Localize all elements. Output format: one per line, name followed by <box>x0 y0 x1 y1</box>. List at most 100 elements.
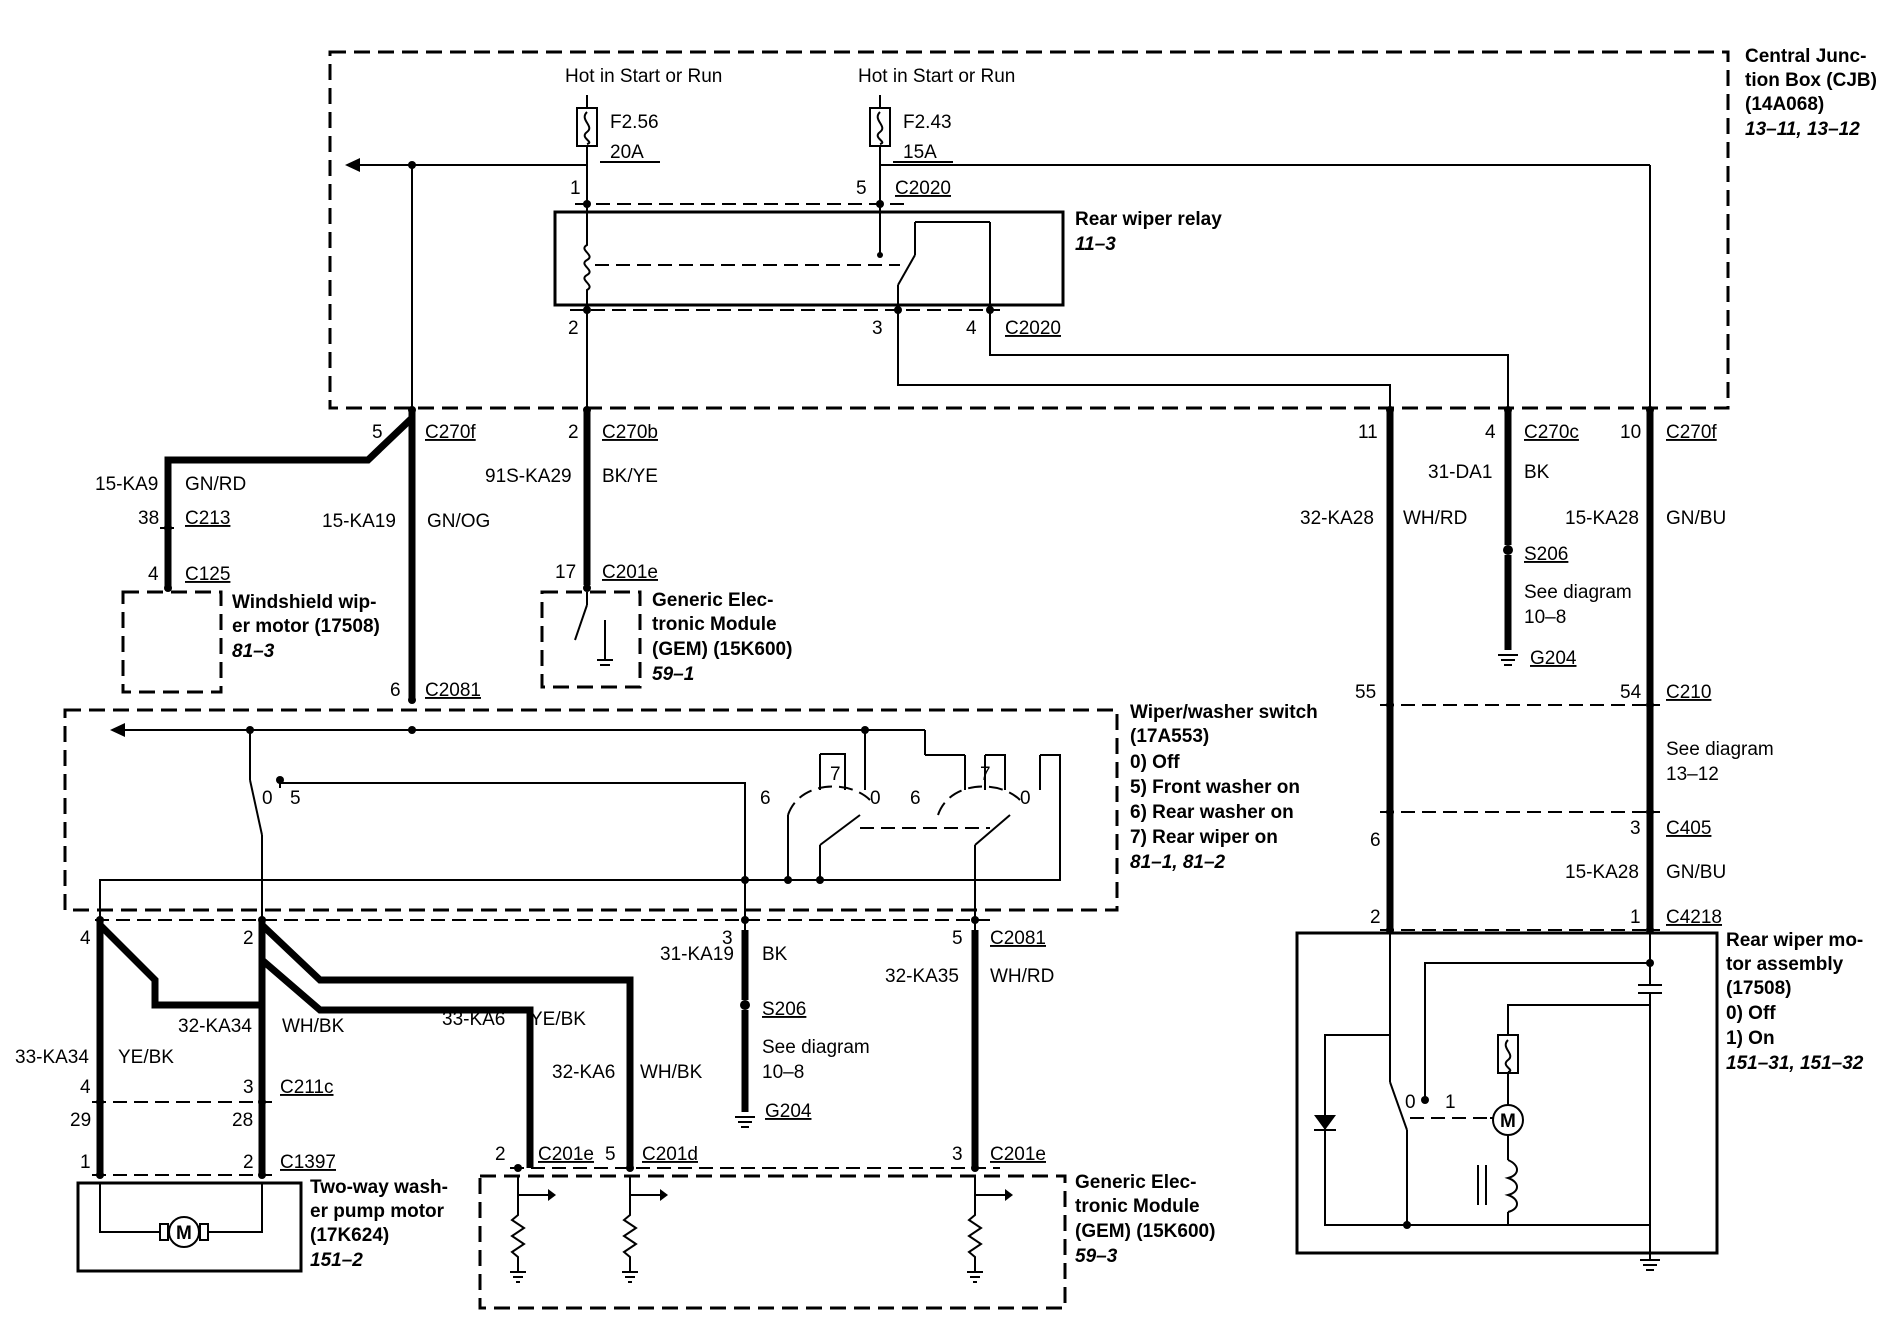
c1397-conn: C1397 <box>280 1152 336 1173</box>
diode-icon <box>1314 1115 1336 1130</box>
ka28b-color: GN/BU <box>1666 508 1726 529</box>
gem-module-1 <box>540 590 642 689</box>
arrow-left-icon <box>345 158 360 172</box>
sw-c0: 0 <box>1020 788 1031 809</box>
gem2-pin3: 3 <box>952 1144 963 1165</box>
c4218-conn: C4218 <box>1666 907 1722 928</box>
c405-conn: C405 <box>1666 818 1711 839</box>
relay-ref: 11–3 <box>1075 234 1116 255</box>
relay-pin1: 1 <box>570 178 581 199</box>
c270f-right-pin: 10 <box>1620 422 1641 443</box>
relay-title: Rear wiper relay <box>1075 209 1222 230</box>
c201e-top-pin: 17 <box>555 562 576 583</box>
c2081-top-pin: 6 <box>390 680 401 701</box>
c1397-pin2: 2 <box>243 1152 254 1173</box>
ka6a-color: YE/BK <box>530 1009 586 1030</box>
ka34a-color: WH/BK <box>282 1016 345 1037</box>
s206-mid-see: See diagram <box>762 1037 870 1058</box>
ka9-circuit: 15-KA9 <box>95 474 158 495</box>
arrow-left-switch-icon <box>110 723 125 737</box>
c211c-conn: C211c <box>280 1077 334 1098</box>
ka34b-color: YE/BK <box>118 1047 174 1068</box>
rear-sw-0: 0 <box>1405 1092 1416 1113</box>
windshield-wiper-motor <box>121 590 223 694</box>
sw-pin2: 2 <box>243 928 254 949</box>
ka6b-circuit: 32-KA6 <box>552 1062 615 1083</box>
pump-motor-icon <box>168 1216 200 1248</box>
fuse-f2-43-name: F2.43 <box>903 112 952 133</box>
g204-right: G204 <box>1530 648 1577 669</box>
ws-motor-ref: 81–3 <box>232 641 275 662</box>
sw-c6: 6 <box>910 788 921 809</box>
ka19b-color: BK <box>762 944 788 965</box>
rear-wiper-motor-assembly <box>1295 931 1719 1255</box>
c125-pin: 4 <box>148 564 159 585</box>
relay-pin5: 5 <box>856 178 867 199</box>
ka6a-circuit: 33-KA6 <box>442 1009 505 1030</box>
sw-b7: 7 <box>830 764 841 785</box>
ground-rear-motor-icon <box>1640 1259 1660 1271</box>
fuse-f2-43-icon <box>869 107 891 147</box>
gem1-ref: 59–1 <box>652 664 694 685</box>
c270c-pin: 4 <box>1485 422 1496 443</box>
ws-motor-label-1: Windshield wip- <box>232 592 376 613</box>
c270c-conn: C270c <box>1524 422 1579 443</box>
sw-pin3: 3 <box>722 928 733 949</box>
c270-pin11: 11 <box>1358 422 1378 443</box>
sw-b0: 0 <box>870 788 881 809</box>
c405-pin-left: 6 <box>1370 830 1381 851</box>
rear-motor-state-0: 0) Off <box>1726 1003 1776 1024</box>
relay-conn-bottom: C2020 <box>1005 318 1061 339</box>
relay-pin3: 3 <box>872 318 883 339</box>
rear-motor-label-1: Rear wiper mo- <box>1726 930 1863 951</box>
c213-conn: C213 <box>185 508 230 529</box>
gem2-label-1: Generic Elec- <box>1075 1172 1196 1193</box>
gem2-conn1: C201e <box>538 1144 594 1165</box>
c211c-pin-left: 4 <box>80 1077 91 1098</box>
ws-motor-label-2: er motor (17508) <box>232 616 380 637</box>
sw-c7: 7 <box>980 764 991 785</box>
ka28a-circuit: 32-KA28 <box>1300 508 1374 529</box>
switch-state-7: 7) Rear wiper on <box>1130 827 1278 848</box>
ground-g204-mid-icon <box>735 1116 755 1128</box>
sw-b6: 6 <box>760 788 771 809</box>
s206-right-see: See diagram <box>1524 582 1632 603</box>
relay-conn-top: C2020 <box>895 178 951 199</box>
ka34a-circuit: 32-KA34 <box>178 1016 252 1037</box>
gem1-label-2: tronic Module <box>652 614 777 635</box>
c405-pin-right: 3 <box>1630 818 1641 839</box>
c210-conn: C210 <box>1666 682 1711 703</box>
sw-a0: 0 <box>262 788 273 809</box>
rear-motor-label-3: (17508) <box>1726 978 1792 999</box>
gem2-label-3: (GEM) (15K600) <box>1075 1221 1215 1242</box>
c2081-top-conn: C2081 <box>425 680 481 701</box>
c270b-pin: 2 <box>568 422 579 443</box>
gem1-label-3: (GEM) (15K600) <box>652 639 792 660</box>
s206-right-ref: 10–8 <box>1524 607 1566 628</box>
pump-label-2: er pump motor <box>310 1201 445 1222</box>
rear-wiper-relay <box>553 210 1065 307</box>
ka9-color: GN/RD <box>185 474 246 495</box>
gem2-label-2: tronic Module <box>1075 1196 1200 1217</box>
sw-pin5: 5 <box>952 928 963 949</box>
gem2-pin2: 2 <box>495 1144 506 1165</box>
gem2-resistors <box>510 1176 1013 1283</box>
cjb-label-1: Central Junc- <box>1745 46 1866 67</box>
c270f-left-pin: 5 <box>372 422 383 443</box>
rear-motor-ref: 151–31, 151–32 <box>1726 1053 1864 1074</box>
s206-mid-splice: S206 <box>762 999 806 1020</box>
sw-a5: 5 <box>290 788 301 809</box>
fuse-f2-56-rating: 20A <box>610 142 644 163</box>
relay-pin2: 2 <box>568 318 579 339</box>
c210-pin-left: 55 <box>1355 682 1376 703</box>
gem1-label-1: Generic Elec- <box>652 590 773 611</box>
g204-mid: G204 <box>765 1101 812 1122</box>
switch-ref: 81–1, 81–2 <box>1130 852 1226 873</box>
pump-label-3: (17K624) <box>310 1225 389 1246</box>
fuse-f2-56-name: F2.56 <box>610 112 659 133</box>
wiper-washer-switch <box>63 708 1119 912</box>
c211c-pin-right: 3 <box>243 1077 254 1098</box>
c210-pin-right: 54 <box>1620 682 1642 703</box>
ka28a-color: WH/RD <box>1403 508 1467 529</box>
